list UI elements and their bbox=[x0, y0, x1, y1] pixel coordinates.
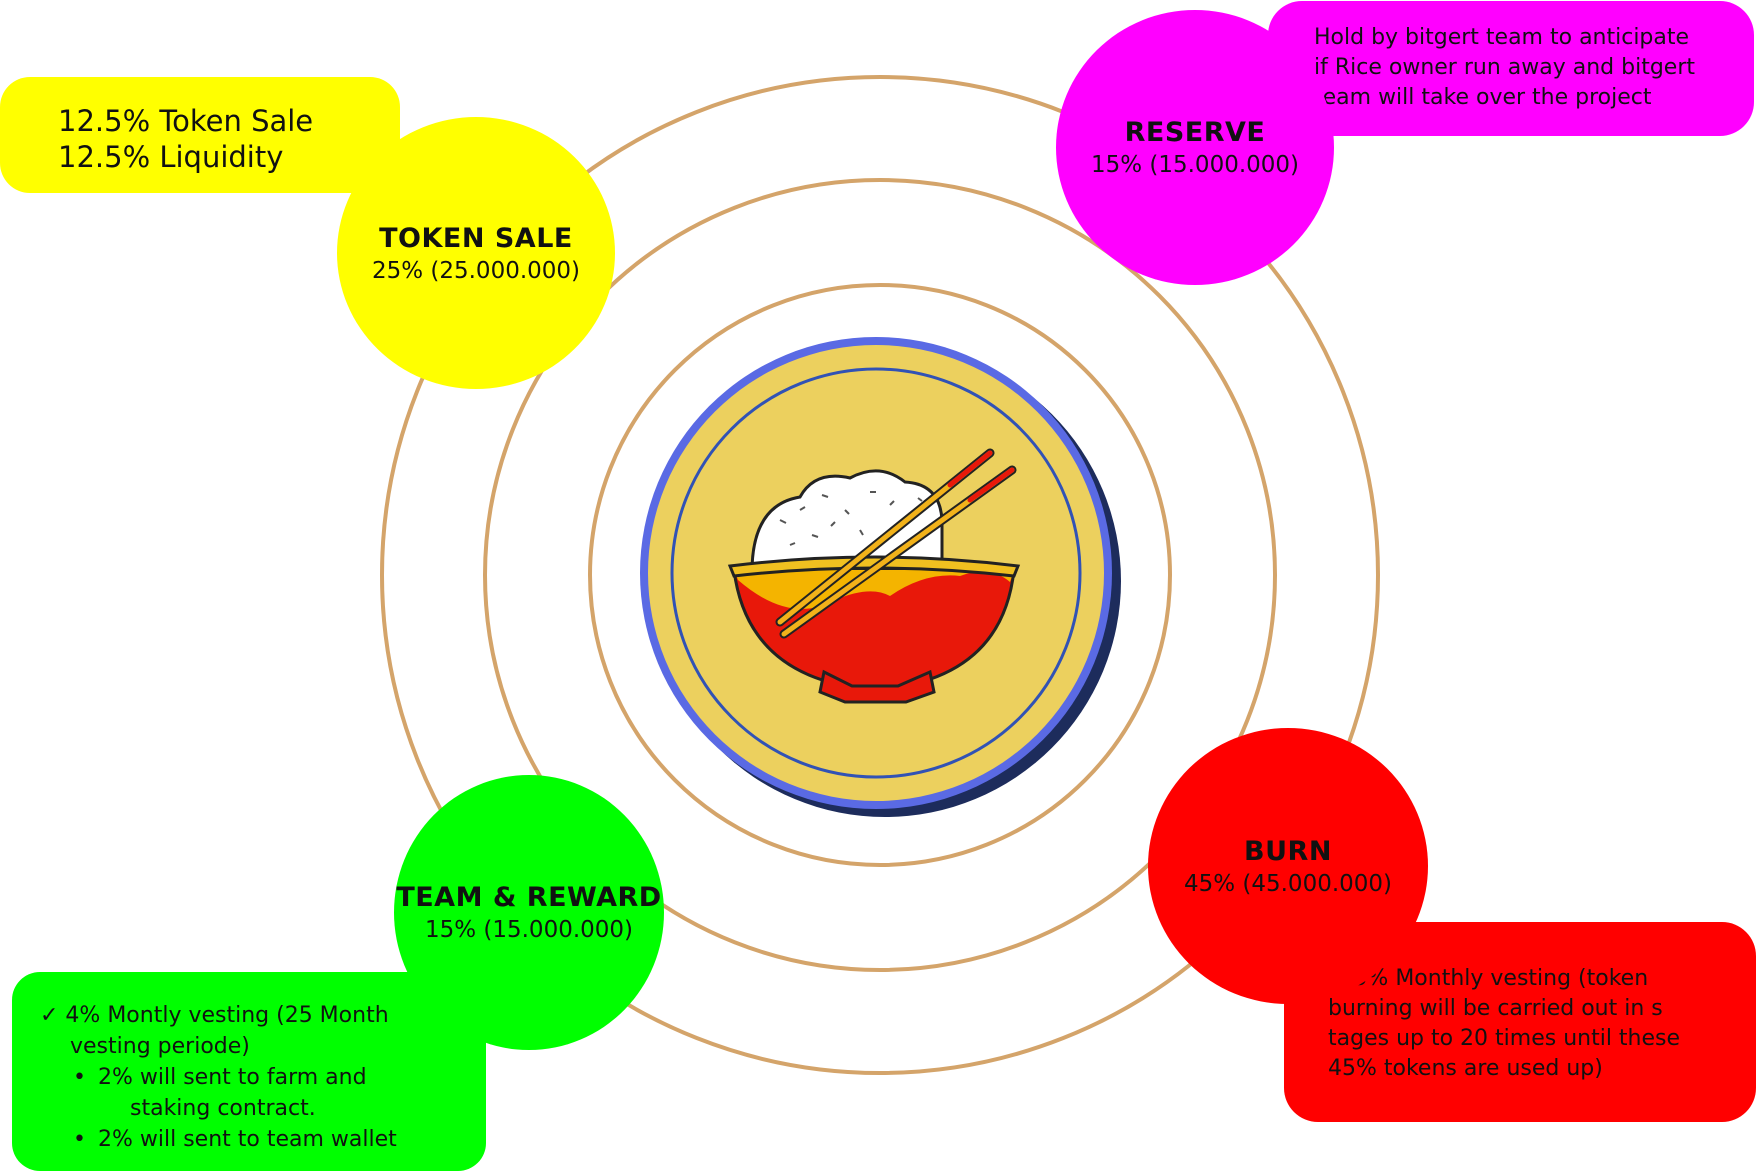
middle-ring bbox=[483, 178, 1277, 972]
outer-ring bbox=[380, 75, 1380, 1075]
token-sale-note-line: 12.5% Liquidity bbox=[58, 140, 284, 174]
reserve-note-line: if Rice owner run away and bitgert bbox=[1314, 55, 1695, 80]
team-reward-check-line: ✓ 4% Montly vesting (25 Month bbox=[40, 1003, 389, 1028]
reserve-note-line: team will take over the project bbox=[1314, 85, 1652, 110]
reserve-bubble: RESERVE 15% (15.000.000) bbox=[1056, 10, 1334, 285]
chopstick-1-tip bbox=[947, 450, 993, 488]
token-sale-value: 25% (25.000.000) bbox=[371, 257, 581, 284]
token-sale-note-line: 12.5% Token Sale bbox=[58, 104, 314, 138]
reserve-note-line: Hold by bitgert team to anticipate bbox=[1314, 25, 1690, 50]
team-reward-check-line: vesting periode) bbox=[70, 1034, 250, 1059]
burn-note-line: tages up to 20 times until these bbox=[1328, 1026, 1681, 1051]
team-reward-bullet: 2% will sent to farm and bbox=[40, 1062, 486, 1093]
burn-note-line: 45% tokens are used up) bbox=[1328, 1056, 1603, 1081]
bowl-foot bbox=[818, 669, 936, 704]
burn-bubble: BURN 45% (45.000.000) bbox=[1148, 728, 1428, 1004]
team-reward-note: ✓ 4% Montly vesting (25 Month vesting pe… bbox=[12, 972, 486, 1171]
reserve-value: 15% (15.000.000) bbox=[1090, 152, 1300, 178]
team-reward-value: 15% (15.000.000) bbox=[424, 917, 634, 943]
reserve-note: Hold by bitgert team to anticipate if Ri… bbox=[1268, 1, 1754, 136]
burn-note-line: burning will be carried out in s bbox=[1328, 996, 1663, 1021]
chopstick-2-tip bbox=[967, 467, 1015, 503]
team-reward-bullet: 2% will sent to team wallet bbox=[40, 1124, 486, 1155]
coin-inner-line bbox=[670, 367, 1082, 779]
team-reward-bullet-cont: staking contract. bbox=[130, 1096, 316, 1121]
token-sale-note: 12.5% Token Sale 12.5% Liquidity bbox=[0, 77, 400, 193]
burn-value: 45% (45.000.000) bbox=[1183, 870, 1393, 897]
burn-title: BURN bbox=[1244, 835, 1332, 867]
inner-ring bbox=[588, 283, 1172, 867]
burn-note-line: ✓ 5% Monthly vesting (token bbox=[1328, 966, 1649, 991]
burn-note: ✓ 5% Monthly vesting (token burning will… bbox=[1284, 922, 1756, 1122]
team-reward-bubble: TEAM & REWARD 15% (15.000.000) bbox=[394, 775, 664, 1050]
team-reward-title: TEAM & REWARD bbox=[396, 882, 662, 913]
token-sale-bubble: TOKEN SALE 25% (25.000.000) bbox=[337, 117, 615, 389]
reserve-title: RESERVE bbox=[1124, 117, 1266, 148]
rice bbox=[750, 469, 944, 574]
token-sale-title: TOKEN SALE bbox=[379, 222, 573, 254]
rice-bowl-icon bbox=[640, 337, 1121, 817]
